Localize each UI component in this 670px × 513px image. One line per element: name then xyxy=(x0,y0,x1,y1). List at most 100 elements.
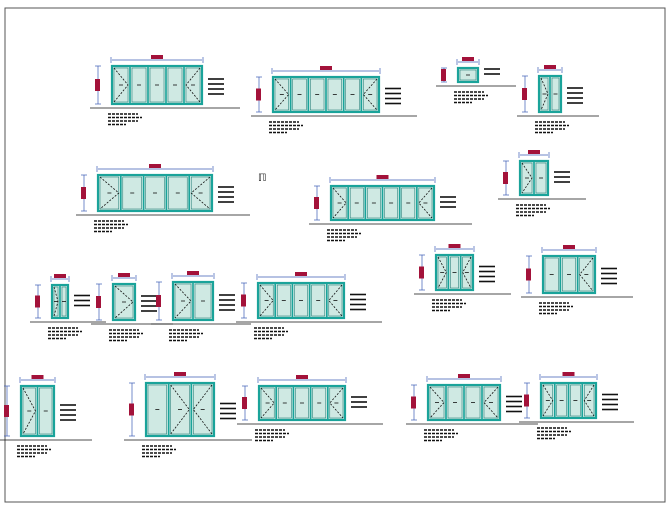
sash xyxy=(277,387,292,419)
swing-indicator xyxy=(114,285,134,319)
sash xyxy=(194,283,212,319)
window-unit xyxy=(251,66,417,134)
sash xyxy=(540,77,549,111)
sash xyxy=(535,162,547,194)
sash xyxy=(447,386,463,419)
window-unit xyxy=(124,372,252,458)
window-unit xyxy=(414,244,511,312)
window-frame xyxy=(456,66,480,84)
sash xyxy=(483,386,499,419)
window-unit xyxy=(521,245,633,315)
swing-indicator xyxy=(542,384,554,417)
sash xyxy=(349,187,364,219)
sash xyxy=(327,78,342,111)
window-unit xyxy=(237,375,383,442)
dimension-tag xyxy=(151,55,163,59)
swing-indicator xyxy=(332,187,347,219)
sash xyxy=(429,386,445,419)
swing-indicator xyxy=(462,256,472,289)
sash xyxy=(168,176,188,210)
window-unit xyxy=(519,372,634,440)
dimension-tag xyxy=(411,396,416,409)
dimension-tag xyxy=(314,197,319,209)
sash xyxy=(174,283,192,319)
dimension-tag xyxy=(458,374,470,378)
window-unit xyxy=(236,272,382,340)
window-elevations-group xyxy=(0,55,634,458)
dimension-tag xyxy=(187,271,199,275)
window-frame xyxy=(110,64,204,106)
sash xyxy=(145,176,165,210)
dimension-tag xyxy=(35,295,40,308)
sash xyxy=(367,187,381,219)
sash xyxy=(114,285,134,319)
swing-indicator xyxy=(190,176,211,210)
swing-indicator xyxy=(185,67,201,103)
dimension-tag xyxy=(95,79,100,91)
dimension-tag xyxy=(156,295,161,307)
dimension-tag xyxy=(4,405,9,417)
window-frame xyxy=(434,253,475,292)
dimension-tag xyxy=(241,294,246,307)
sash xyxy=(551,77,560,111)
swing-indicator xyxy=(540,77,549,111)
dimension-tag xyxy=(526,268,531,281)
dimension-tag xyxy=(562,372,575,376)
sash xyxy=(193,384,213,435)
window-unit xyxy=(90,55,240,126)
window-unit xyxy=(406,374,538,442)
sash xyxy=(276,284,291,317)
sash xyxy=(147,384,167,435)
sash xyxy=(544,257,559,292)
sash xyxy=(131,67,147,103)
dimension-tag xyxy=(295,272,307,276)
sash xyxy=(562,257,576,292)
swing-indicator xyxy=(260,387,275,419)
dimension-tag xyxy=(528,150,540,154)
window-frame xyxy=(96,173,214,213)
sash xyxy=(311,284,326,317)
sash xyxy=(122,176,142,210)
dimension-tag xyxy=(256,88,261,101)
window-unit xyxy=(76,164,250,233)
sash xyxy=(363,78,378,111)
swing-indicator xyxy=(579,257,594,292)
window-unit xyxy=(151,271,251,342)
swing-indicator xyxy=(521,162,533,194)
swing-indicator xyxy=(329,387,344,419)
swing-indicator xyxy=(583,384,595,417)
dimension-tag xyxy=(118,273,130,277)
window-unit xyxy=(91,273,173,342)
dimension-tag xyxy=(441,69,446,81)
dimension-tag xyxy=(81,187,86,199)
swing-indicator xyxy=(418,187,433,219)
dimension-tag xyxy=(296,375,308,379)
dimension-tag xyxy=(448,244,461,248)
sash xyxy=(384,187,398,219)
sash xyxy=(328,284,343,317)
swing-indicator xyxy=(22,387,36,435)
window-frame xyxy=(257,384,347,422)
window-unit xyxy=(436,57,516,104)
dimension-tag xyxy=(31,375,44,379)
sash xyxy=(259,284,274,317)
dimension-tag xyxy=(54,274,66,278)
window-unit xyxy=(498,150,586,217)
dimension-tag xyxy=(149,164,161,168)
sash xyxy=(450,256,459,289)
sash xyxy=(292,78,307,111)
sash xyxy=(260,387,275,419)
sash xyxy=(418,187,433,219)
sash xyxy=(295,387,309,419)
window-frame xyxy=(111,282,137,322)
sash xyxy=(310,78,325,111)
window-unit xyxy=(0,375,92,458)
sash xyxy=(170,384,190,435)
window-frame xyxy=(256,281,346,320)
sash xyxy=(332,187,347,219)
dimension-tag xyxy=(376,175,389,179)
corner-mark: ℿ xyxy=(258,173,267,184)
dimension-tag xyxy=(544,65,556,69)
window-frame xyxy=(144,381,216,438)
window-unit xyxy=(30,274,106,340)
